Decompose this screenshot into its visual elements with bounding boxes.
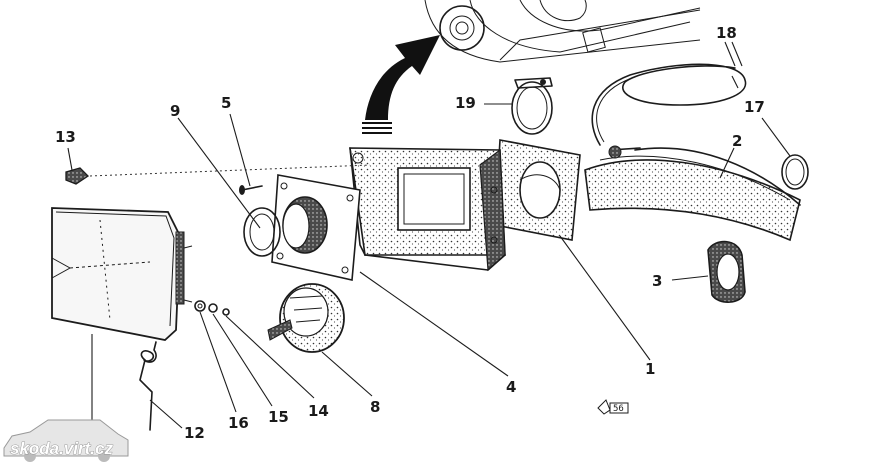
callout-15: 15 — [268, 408, 289, 426]
callout-2: 2 — [732, 132, 742, 150]
spring-12 — [139, 341, 157, 431]
callout-3: 3 — [652, 272, 662, 290]
direction-arrow — [362, 35, 440, 134]
screw-5 — [239, 185, 263, 195]
seal-ring-17 — [781, 154, 809, 190]
washer-16 — [194, 300, 206, 312]
callout-18: 18 — [716, 24, 737, 42]
filler-cap-8 — [267, 283, 345, 353]
callout-labels: 1 2 3 4 5 8 9 11 12 13 14 15 16 17 18 19 — [55, 24, 765, 448]
callout-4: 4 — [506, 378, 516, 396]
callout-13: 13 — [55, 128, 76, 146]
drawing-code-text: 56 — [613, 404, 624, 414]
hose-clamp-19 — [511, 77, 553, 135]
filler-flap-11 — [51, 207, 193, 341]
flange-9 — [243, 174, 361, 281]
callout-14: 14 — [308, 402, 329, 420]
rubber-stop-13 — [65, 167, 90, 185]
breather-hose-18 — [591, 63, 747, 146]
callout-8: 8 — [370, 398, 380, 416]
leader-lines — [67, 41, 791, 429]
watermark: skoda.virt.cz — [3, 419, 129, 462]
callout-17: 17 — [744, 98, 765, 116]
alignment-line — [89, 164, 371, 177]
filler-housing-4 — [349, 147, 506, 272]
callout-16: 16 — [228, 414, 249, 432]
callout-9: 9 — [170, 102, 180, 120]
callout-1: 1 — [645, 360, 655, 378]
filler-pipe-2 — [584, 145, 801, 242]
mounting-plate-1 — [494, 139, 581, 241]
drawing-code: 56 — [597, 399, 629, 415]
gasket-3 — [707, 240, 746, 303]
car-body-outline — [424, 0, 701, 63]
callout-12: 12 — [184, 424, 205, 442]
callout-5: 5 — [221, 94, 231, 112]
washer-15 — [208, 303, 218, 313]
callout-19: 19 — [455, 94, 476, 112]
nut-14 — [222, 308, 230, 316]
watermark-text: skoda.virt.cz — [10, 439, 113, 458]
